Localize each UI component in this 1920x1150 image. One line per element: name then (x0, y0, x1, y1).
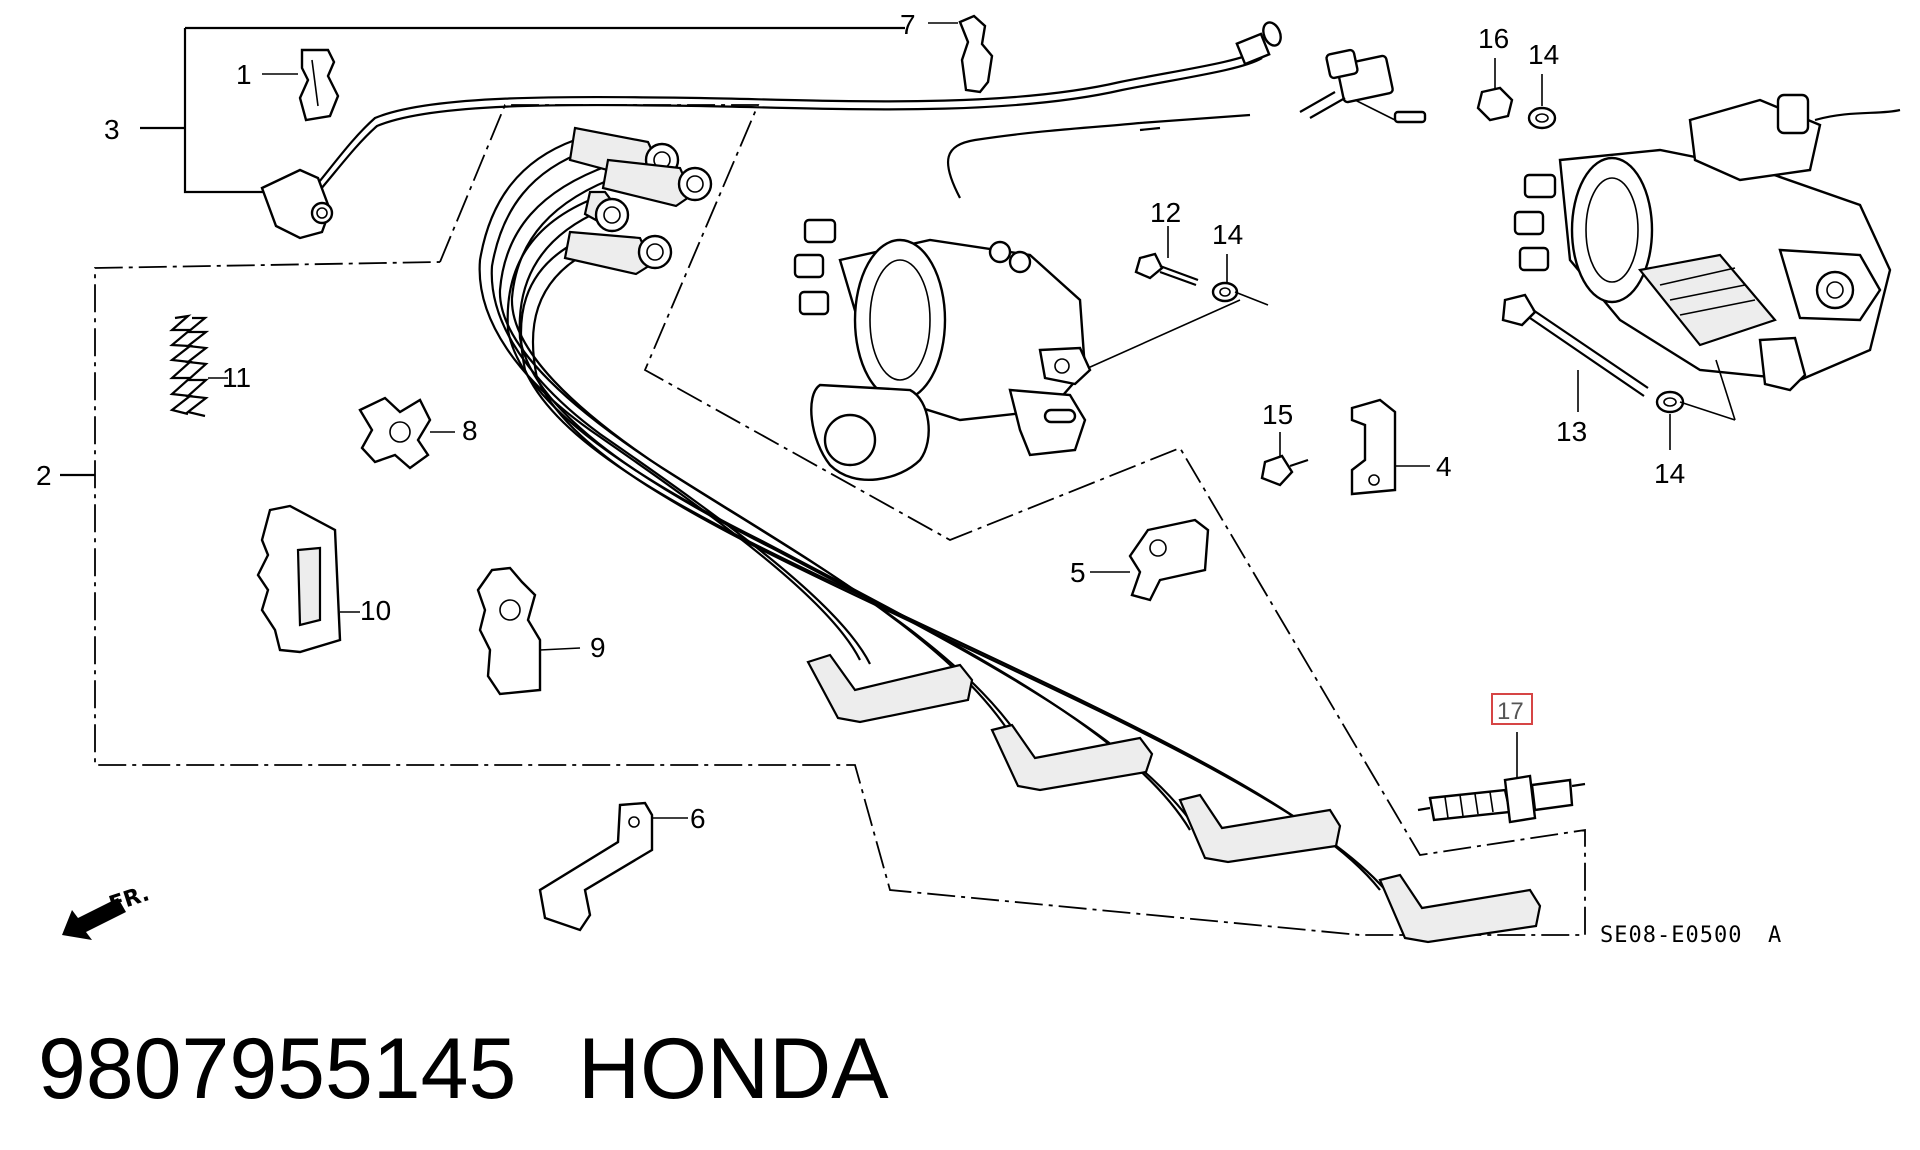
dashed-outline-wire-set (60, 104, 1586, 936)
part-5-holder (1090, 518, 1210, 602)
distributor-center (793, 113, 1251, 481)
distributor-right (1513, 93, 1901, 421)
callout-11: 11 (222, 362, 251, 393)
callout-7: 7 (900, 9, 916, 40)
part-7-clip (928, 14, 994, 94)
footer-part-number: 9807955145 (38, 1021, 516, 1117)
footer-brand: HONDA (578, 1021, 889, 1117)
front-indicator: FR. (106, 881, 152, 917)
part-11-spring-clip (169, 314, 228, 418)
callout-4: 4 (1436, 451, 1452, 482)
callout-1: 1 (236, 59, 252, 90)
front-arrow-icon: FR. (62, 881, 153, 940)
callout-3: 3 (104, 114, 120, 145)
bracket-group-3 (140, 26, 905, 194)
diagram-code: SE08-E0500 (1600, 923, 1742, 948)
highlight-box-17 (1491, 693, 1533, 725)
part-9-clamp (476, 566, 581, 696)
callout-10: 10 (360, 595, 391, 626)
harness-connector (1139, 48, 1427, 132)
callout-6: 6 (690, 803, 706, 834)
part-4-bracket (1350, 398, 1430, 496)
callout-14a: 14 (1212, 219, 1243, 250)
callout-17: 17 (1497, 698, 1524, 725)
distributor-caps (563, 126, 713, 276)
part-12-bolt (1134, 226, 1199, 287)
callout-16: 16 (1478, 23, 1509, 54)
part-8-clamp (358, 396, 455, 470)
callout-8: 8 (462, 415, 478, 446)
plug-wires-bundle (478, 138, 1393, 899)
callout-12: 12 (1150, 197, 1181, 228)
part-15-bolt (1260, 432, 1309, 487)
spark-plug-boots (806, 653, 1542, 944)
part-6-bracket (538, 801, 688, 932)
callout-14b: 14 (1528, 39, 1559, 70)
callout-13: 13 (1556, 416, 1587, 447)
diagram-revision: A (1768, 923, 1782, 948)
callout-labels: 1 2 3 4 5 6 7 8 9 10 11 12 13 14 14 14 1… (36, 9, 1685, 834)
callout-15: 15 (1262, 399, 1293, 430)
callout-2: 2 (36, 460, 52, 491)
callout-9: 9 (590, 632, 606, 663)
part-1-clip (262, 48, 340, 122)
part-17-spark-plug (1417, 693, 1586, 824)
part-3-lead-wire (260, 21, 1282, 240)
callout-14c: 14 (1654, 458, 1685, 489)
callout-5: 5 (1070, 557, 1086, 588)
part-13-bolt (1501, 293, 1736, 421)
part-10-clamp (256, 504, 360, 654)
part-16-nut (1476, 58, 1514, 122)
part-14-washers (1211, 74, 1685, 450)
